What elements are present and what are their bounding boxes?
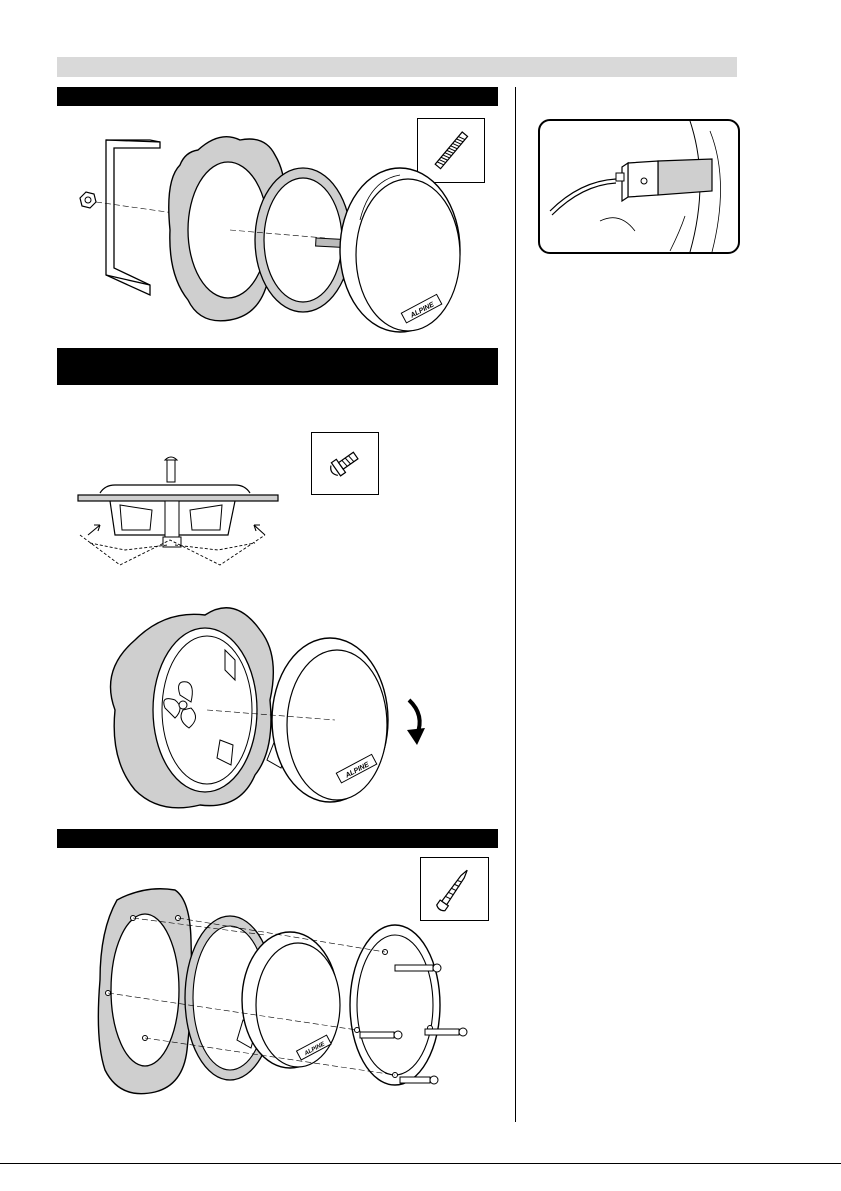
short-screw — [165, 457, 177, 482]
trim-ring — [350, 925, 440, 1085]
section-1-header-bar — [57, 87, 498, 106]
column-divider — [515, 87, 516, 1122]
mounting-bracket — [106, 140, 160, 295]
rotation-arrow — [407, 700, 425, 745]
tweeter-unit-2: ALPINE — [267, 638, 388, 802]
short-screw-icon-box — [311, 432, 379, 495]
section-1-exploded-view: ALPINE — [70, 110, 490, 340]
page-bottom-rule — [0, 1163, 841, 1164]
nut-part — [80, 192, 96, 208]
tweeter-unit: ALPINE — [340, 168, 460, 332]
page-header-strip — [57, 57, 737, 77]
short-screw-icon — [312, 433, 378, 494]
section-2-cross-section — [70, 455, 285, 570]
terminal-detail-box — [538, 119, 740, 254]
section-3-header-bar — [57, 829, 498, 848]
section-2-twist-lock-view: ALPINE — [105, 600, 445, 825]
section-2-header-bar — [57, 348, 498, 385]
section-3-exploded-view: ALPINE — [95, 880, 485, 1110]
terminal-connection-detail — [540, 121, 738, 252]
wavy-spacer — [111, 608, 274, 808]
